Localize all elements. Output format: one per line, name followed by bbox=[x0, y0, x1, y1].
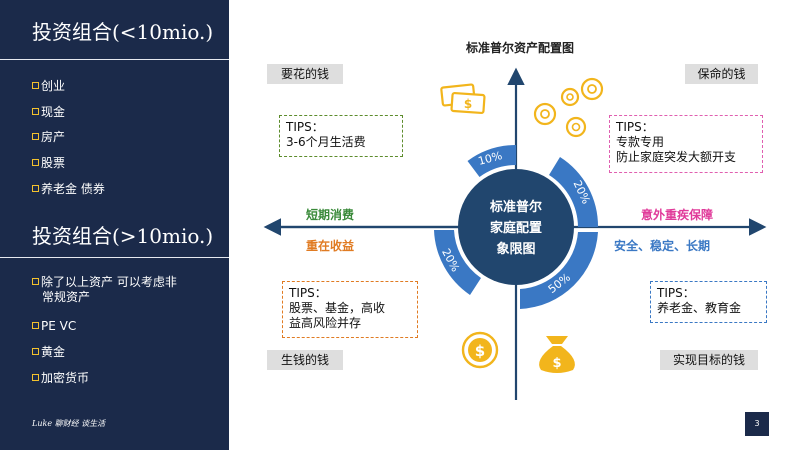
divider bbox=[0, 257, 229, 258]
list-item: 现金 bbox=[32, 105, 65, 119]
list-item: 养老金 债券 bbox=[32, 182, 105, 196]
list-item: 股票 bbox=[32, 156, 65, 170]
checkbox-bullet-icon bbox=[32, 82, 39, 89]
tips-box-top-right: TIPS： 专款专用 防止家庭突发大额开支 bbox=[609, 115, 763, 173]
checkbox-bullet-icon bbox=[32, 322, 39, 329]
ring-segment-bottom-right bbox=[520, 232, 598, 309]
ring-segment-bottom-left bbox=[434, 230, 481, 295]
axis-label-long-term: 安全、稳定、长期 bbox=[614, 239, 711, 253]
checkbox-bullet-icon bbox=[32, 185, 39, 192]
banknotes-icon: $ bbox=[440, 83, 486, 115]
svg-text:$: $ bbox=[552, 356, 561, 371]
axis-label-returns: 重在收益 bbox=[306, 239, 355, 253]
quadrant-diagram: 10% 20% 20% 50% 标准普尔 家庭配置 象限图 $ $ $ bbox=[263, 67, 767, 400]
center-label-line-2: 家庭配置 bbox=[490, 220, 542, 236]
checkbox-bullet-icon bbox=[32, 278, 39, 285]
corner-tag-bottom-left: 生钱的钱 bbox=[267, 350, 343, 370]
diagram-title: 标准普尔资产配置图 bbox=[465, 41, 574, 55]
coins-icon bbox=[533, 77, 604, 138]
segment-label-top-left: 10% bbox=[477, 149, 504, 168]
list-item: 加密货币 bbox=[32, 371, 89, 385]
divider bbox=[0, 59, 229, 60]
checkbox-bullet-icon bbox=[32, 159, 39, 166]
ring-segment-top-left bbox=[467, 145, 516, 177]
ring-segment-top-right bbox=[549, 157, 599, 227]
list-item: PE VC bbox=[32, 319, 76, 333]
corner-tag-bottom-right: 实现目标的钱 bbox=[660, 350, 758, 370]
center-label-line-1: 标准普尔 bbox=[489, 199, 542, 215]
portfolio-small-title: 投资组合(<10mio.) bbox=[32, 20, 214, 44]
checkbox-bullet-icon bbox=[32, 108, 39, 115]
dollar-coin-icon: $ bbox=[461, 331, 499, 369]
sidebar-panel: 投资组合(<10mio.) 创业 现金 房产 股票 养老金 债券 投资组合(>1… bbox=[0, 0, 229, 450]
tips-box-bottom-left: TIPS： 股票、基金，高收 益高风险并存 bbox=[282, 281, 418, 338]
checkbox-bullet-icon bbox=[32, 374, 39, 381]
portfolio-large-title: 投资组合(>10mio.) bbox=[32, 224, 214, 248]
svg-text:$: $ bbox=[464, 97, 472, 111]
page-number: 3 bbox=[745, 412, 769, 436]
tips-box-bottom-right: TIPS： 养老金、教育金 bbox=[650, 281, 767, 323]
axis-label-short-term: 短期消费 bbox=[306, 208, 355, 222]
list-item: 黄金 bbox=[32, 345, 65, 359]
money-bag-icon: $ bbox=[539, 336, 575, 373]
list-item: 创业 bbox=[32, 79, 65, 93]
corner-tag-top-left: 要花的钱 bbox=[267, 64, 343, 84]
axis-label-protection: 意外重疾保障 bbox=[641, 208, 714, 222]
footer-credit: Luke 聊财经 谈生活 bbox=[32, 419, 106, 428]
tips-box-top-left: TIPS： 3-6个月生活费 bbox=[279, 115, 403, 157]
center-circle bbox=[458, 169, 574, 285]
center-label-line-3: 象限图 bbox=[496, 241, 535, 257]
svg-text:$: $ bbox=[475, 342, 485, 360]
corner-tag-top-right: 保命的钱 bbox=[685, 64, 758, 84]
checkbox-bullet-icon bbox=[32, 133, 39, 140]
list-item: 房产 bbox=[32, 130, 65, 144]
list-item: 除了以上资产 可以考虑非常规资产 bbox=[32, 275, 202, 305]
checkbox-bullet-icon bbox=[32, 348, 39, 355]
